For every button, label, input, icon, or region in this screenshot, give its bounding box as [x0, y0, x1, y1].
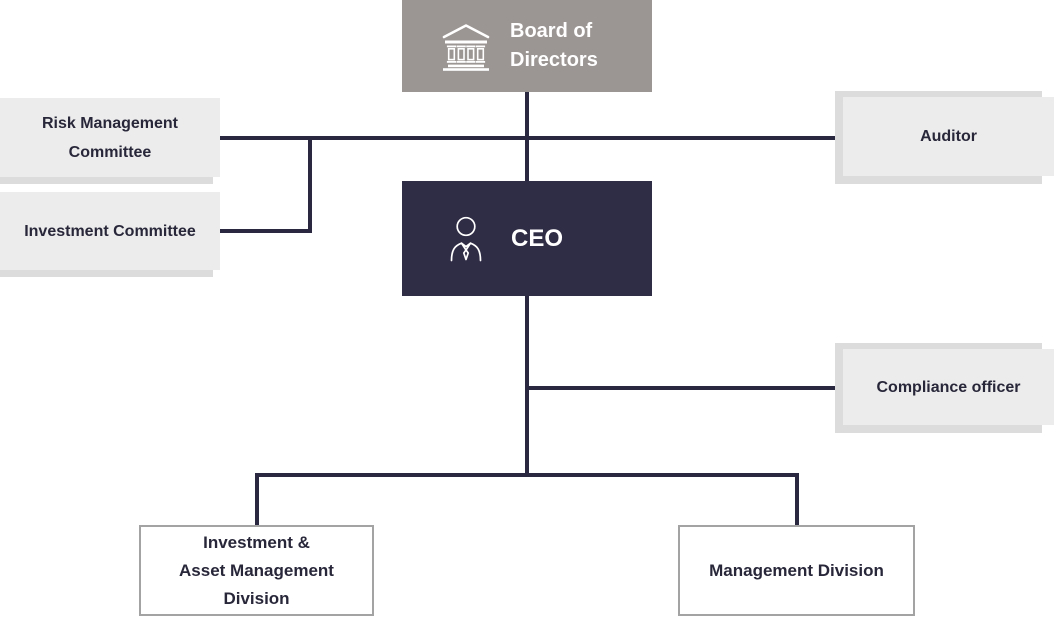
connector-division-drop-right	[795, 477, 799, 526]
node-label-line: Board of	[510, 20, 593, 42]
node-label: Investment Committee	[24, 222, 196, 240]
node-label: Board of Directors	[510, 17, 598, 75]
node-label: Risk Management Committee	[42, 109, 178, 167]
node-ceo: CEO	[402, 181, 652, 296]
connector-divisions-bar	[255, 473, 799, 477]
node-label-line: Investment &	[203, 532, 310, 552]
node-label: Compliance officer	[876, 378, 1021, 396]
node-label-line: Division	[223, 588, 290, 608]
node-management-division: Management Division	[678, 525, 915, 616]
node-board-of-directors: Board of Directors	[402, 0, 652, 92]
connector-investment-committee-elbow-vertical	[308, 140, 312, 233]
node-label-line: Asset Management	[179, 560, 334, 580]
connector-division-drop-left	[255, 477, 259, 526]
node-auditor: Auditor	[835, 91, 1054, 184]
node-investment-asset-management-division: Investment & Asset Management Division	[139, 525, 374, 616]
node-label-line: Risk Management	[41, 114, 179, 132]
node-label-line: Directors	[510, 49, 598, 71]
node-compliance-officer: Compliance officer	[835, 343, 1054, 433]
node-risk-management-committee: Risk Management Committee	[0, 98, 220, 184]
connector-ceo-to-divisions	[525, 296, 529, 477]
node-investment-committee: Investment Committee	[0, 192, 220, 277]
connector-investment-committee-elbow-horizontal	[220, 229, 312, 233]
node-label: Management Division	[709, 560, 884, 580]
bank-icon	[440, 21, 492, 71]
node-label: Investment & Asset Management Division	[179, 529, 334, 613]
node-label: Auditor	[920, 128, 977, 145]
connector-compliance-officer	[529, 386, 835, 390]
node-label: CEO	[511, 225, 564, 252]
connector-committees-auditor-row	[220, 136, 835, 140]
person-icon	[443, 215, 489, 262]
node-label-line: Committee	[68, 143, 152, 161]
